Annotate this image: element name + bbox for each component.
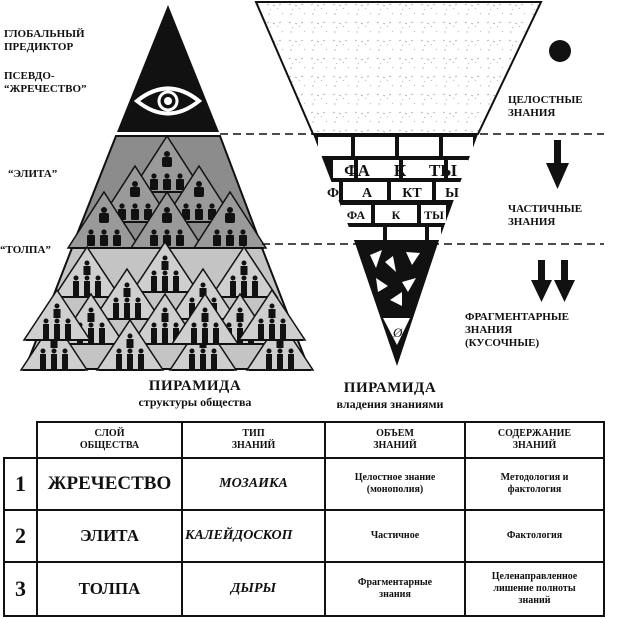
header-type: ТИП ЗНАНИЙ <box>181 421 326 459</box>
row-content: Целенаправленное лишение полноты знаний <box>464 561 605 617</box>
brick <box>343 182 387 200</box>
header-text: ОБЪЕМ ЗНАНИЙ <box>373 428 417 451</box>
brick-text: КТ <box>402 186 422 201</box>
caption-title: ПИРАМИДА <box>343 380 437 396</box>
society-pyramid <box>20 5 314 371</box>
row-volume: Частичное <box>324 509 466 563</box>
label-elite: “ЭЛИТА” <box>8 168 58 180</box>
empty-set-symbol: Ø <box>392 325 403 340</box>
brick <box>318 137 351 156</box>
row-layer: ЖРЕЧЕСТВО <box>36 457 183 511</box>
header-layer: СЛОЙ ОБЩЕСТВА <box>36 421 183 459</box>
brick-text: К <box>392 208 401 222</box>
row-content: Фактология <box>464 509 605 563</box>
brick-text: А <box>362 186 373 201</box>
table-row: 3 ТОЛПА ДЫРЫ Фрагментарные знания Целена… <box>3 561 605 617</box>
header-text: ТИП ЗНАНИЙ <box>231 428 276 451</box>
priesthood-apex <box>117 5 219 132</box>
row-number: 1 <box>3 457 38 511</box>
row-layer: ТОЛПА <box>36 561 183 617</box>
brick-text: Ф <box>327 186 339 201</box>
holistic-knowledge-tier <box>254 1 543 135</box>
table-header-row: СЛОЙ ОБЩЕСТВА ТИП ЗНАНИЙ ОБЪЕМ ЗНАНИЙ СО… <box>4 421 605 459</box>
fragment-shards <box>370 250 420 345</box>
single-down-arrow-icon <box>546 140 569 189</box>
label-holistic-knowledge: ЦЕЛОСТНЫЕ ЗНАНИЯ <box>508 94 583 119</box>
caption-title: ПИРАМИДА <box>148 378 242 394</box>
eye-icon <box>133 86 203 116</box>
brick <box>421 205 446 223</box>
table-row: 2 ЭЛИТА КАЛЕЙДОСКОП Частичное Фактология <box>3 509 605 563</box>
brick <box>429 227 441 240</box>
brick <box>436 182 462 200</box>
brick-text: К <box>394 161 407 180</box>
brick-text: ФА <box>347 208 366 222</box>
table-row: 1 ЖРЕЧЕСТВО МОЗАИКА Целостное знание (мо… <box>3 457 605 511</box>
brick <box>403 160 444 178</box>
row-type: КАЛЕЙДОСКОП <box>181 509 326 563</box>
row-layer: ЭЛИТА <box>36 509 183 563</box>
brick <box>325 182 339 200</box>
brick <box>399 137 439 156</box>
header-text: СЛОЙ ОБЩЕСТВА <box>79 428 140 451</box>
row-type: ДЫРЫ <box>181 561 326 617</box>
brick <box>448 160 468 178</box>
brick-text: ТЫ <box>424 208 444 222</box>
header-text: СОДЕРЖАНИЕ ЗНАНИЙ <box>497 428 572 451</box>
filled-circle-icon <box>549 40 571 62</box>
row-content: Методология и фактология <box>464 457 605 511</box>
label-pseudo-priesthood: ПСЕВДО- “ЖРЕЧЕСТВО” <box>4 70 87 95</box>
brick-text: Ы <box>445 186 459 201</box>
brick <box>391 182 432 200</box>
corner-cell <box>4 422 38 459</box>
knowledge-pyramid-caption: ПИРАМИДА владения знаниями <box>315 380 465 411</box>
row-volume: Фрагментарные знания <box>324 561 466 617</box>
brick <box>375 205 417 223</box>
row-type: МОЗАИКА <box>181 457 326 511</box>
brick <box>333 160 354 178</box>
double-down-arrow-icon <box>531 260 575 302</box>
brick <box>341 205 371 223</box>
brick <box>358 160 399 178</box>
row-number: 2 <box>3 509 38 563</box>
brick <box>355 137 395 156</box>
society-knowledge-table: СЛОЙ ОБЩЕСТВА ТИП ЗНАНИЙ ОБЪЕМ ЗНАНИЙ СО… <box>3 421 605 617</box>
header-volume: ОБЪЕМ ЗНАНИЙ <box>324 421 466 459</box>
label-crowd: “ТОЛПА” <box>0 244 51 256</box>
label-global-predictor: ГЛОБАЛЬНЫЙ ПРЕДИКТОР <box>4 28 85 53</box>
row-number: 3 <box>3 561 38 617</box>
brick-text: ФА <box>344 161 371 180</box>
caption-subtitle: владения знаниями <box>336 397 444 411</box>
brick <box>443 137 473 156</box>
fragmentary-knowledge-tier <box>355 243 438 366</box>
label-partial-knowledge: ЧАСТИЧНЫЕ ЗНАНИЯ <box>508 203 583 228</box>
row-volume: Целостное знание (монополия) <box>324 457 466 511</box>
label-fragmentary-knowledge: ФРАГМЕНТАРНЫЕ ЗНАНИЯ (КУСОЧНЫЕ) <box>465 311 569 349</box>
society-pyramid-caption: ПИРАМИДА структуры общества <box>100 378 290 409</box>
brick <box>387 227 425 240</box>
brick <box>345 227 383 240</box>
header-content: СОДЕРЖАНИЕ ЗНАНИЙ <box>464 421 605 459</box>
caption-subtitle: структуры общества <box>138 395 252 409</box>
brick-text: ТЫ <box>429 161 457 180</box>
